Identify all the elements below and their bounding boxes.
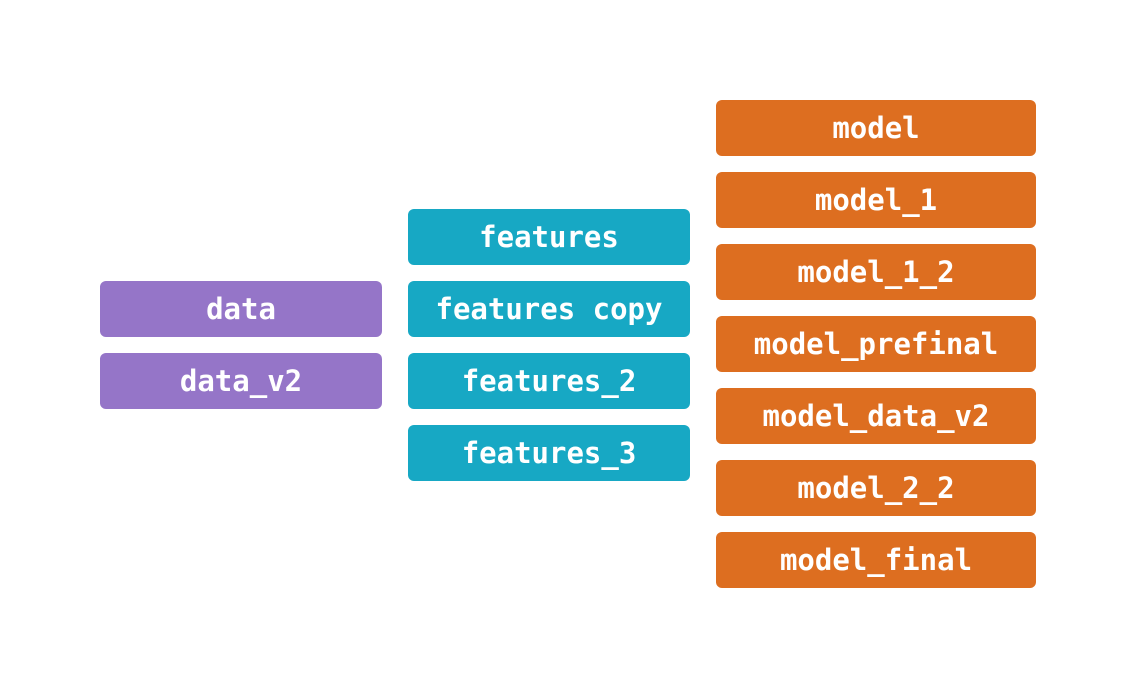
node-label: features_3	[461, 435, 637, 470]
node-label: data	[206, 291, 276, 326]
node-label: model_1	[814, 182, 938, 217]
node-features-2[interactable]: features_2	[408, 353, 690, 409]
node-model-6[interactable]: model_final	[716, 532, 1036, 588]
column-features: features features copy features_2 features_…	[408, 0, 690, 688]
node-features-1[interactable]: features copy	[408, 281, 690, 337]
node-label: model	[832, 110, 920, 145]
node-label: model_1_2	[797, 254, 955, 289]
node-model-0[interactable]: model	[716, 100, 1036, 156]
node-label: features	[479, 219, 619, 254]
node-model-5[interactable]: model_2_2	[716, 460, 1036, 516]
column-data: data data_v2	[100, 0, 382, 688]
node-features-3[interactable]: features_3	[408, 425, 690, 481]
node-model-4[interactable]: model_data_v2	[716, 388, 1036, 444]
node-data-0[interactable]: data	[100, 281, 382, 337]
node-model-3[interactable]: model_prefinal	[716, 316, 1036, 372]
node-label: model_data_v2	[762, 398, 990, 433]
node-label: data_v2	[179, 363, 303, 398]
node-features-0[interactable]: features	[408, 209, 690, 265]
node-data-1[interactable]: data_v2	[100, 353, 382, 409]
node-model-1[interactable]: model_1	[716, 172, 1036, 228]
node-label: features copy	[435, 291, 663, 326]
node-label: features_2	[461, 363, 637, 398]
node-label: model_2_2	[797, 470, 955, 505]
node-label: model_prefinal	[753, 326, 999, 361]
node-model-2[interactable]: model_1_2	[716, 244, 1036, 300]
node-label: model_final	[779, 542, 973, 577]
